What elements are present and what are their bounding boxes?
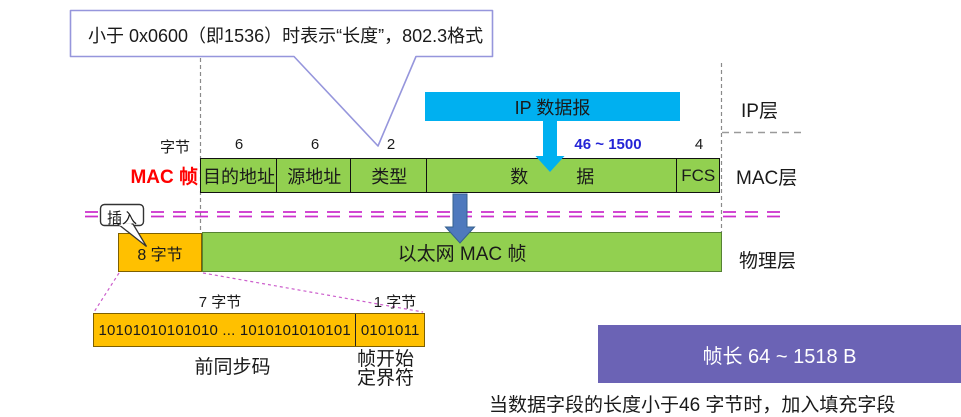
- ip-datagram-box: IP 数据报: [425, 92, 680, 121]
- padding-footnote: 当数据字段的长度小于46 字节时，加入填充字段: [489, 395, 896, 416]
- sfd-caption-line2: 定界符: [356, 368, 414, 389]
- field-destination-address: 目的地址: [200, 158, 278, 193]
- field-data: 数 据: [426, 158, 678, 193]
- insert-callout-label: 插入: [106, 209, 137, 227]
- data-byte-range: 46 ~ 1500: [574, 136, 642, 153]
- mac-frame-label: MAC 帧: [130, 167, 198, 188]
- field-data-label-right: 据: [576, 166, 595, 187]
- fcs-byte-count: 4: [694, 136, 704, 153]
- field-fcs: FCS: [676, 158, 720, 193]
- sfd-caption-line1: 帧开始: [356, 349, 414, 370]
- frame-length-box: 帧长 64 ~ 1518 B: [598, 325, 961, 383]
- dest-address-byte-count: 6: [234, 136, 244, 153]
- byte-unit-label: 字节: [160, 139, 191, 156]
- type-byte-count: 2: [386, 136, 396, 153]
- src-address-byte-count: 6: [310, 136, 320, 153]
- preamble-caption: 前同步码: [194, 357, 271, 378]
- field-source-address: 源地址: [276, 158, 352, 193]
- mac-frame-row: 目的地址 源地址 类型 数 据 FCS: [200, 158, 720, 193]
- preamble-zoom-dotted-line-left: [93, 272, 120, 313]
- field-data-label-left: 数: [510, 166, 529, 187]
- type-field-callout-text: 小于 0x0600（即1536）时表示“长度”，802.3格式: [88, 26, 484, 46]
- mac-layer-label: MAC层: [736, 168, 798, 189]
- preamble-8-bytes-box: 8 字节: [118, 233, 202, 272]
- ethernet-mac-frame-bar: 以太网 MAC 帧: [202, 232, 722, 272]
- sfd-bits: 0101011: [360, 321, 420, 339]
- preamble-bits: 10101010101010 ... 1010101010101: [94, 314, 357, 346]
- sfd-1-byte-label: 1 字节: [373, 294, 417, 311]
- physical-layer-label: 物理层: [739, 251, 797, 272]
- sfd-caption: 帧开始 定界符: [343, 350, 428, 388]
- preamble-7-bytes-label: 7 字节: [198, 294, 242, 311]
- field-type: 类型: [350, 158, 428, 193]
- ip-layer-label: IP层: [741, 101, 778, 122]
- preamble-bits-bar: 10101010101010 ... 1010101010101 0101011: [93, 313, 425, 347]
